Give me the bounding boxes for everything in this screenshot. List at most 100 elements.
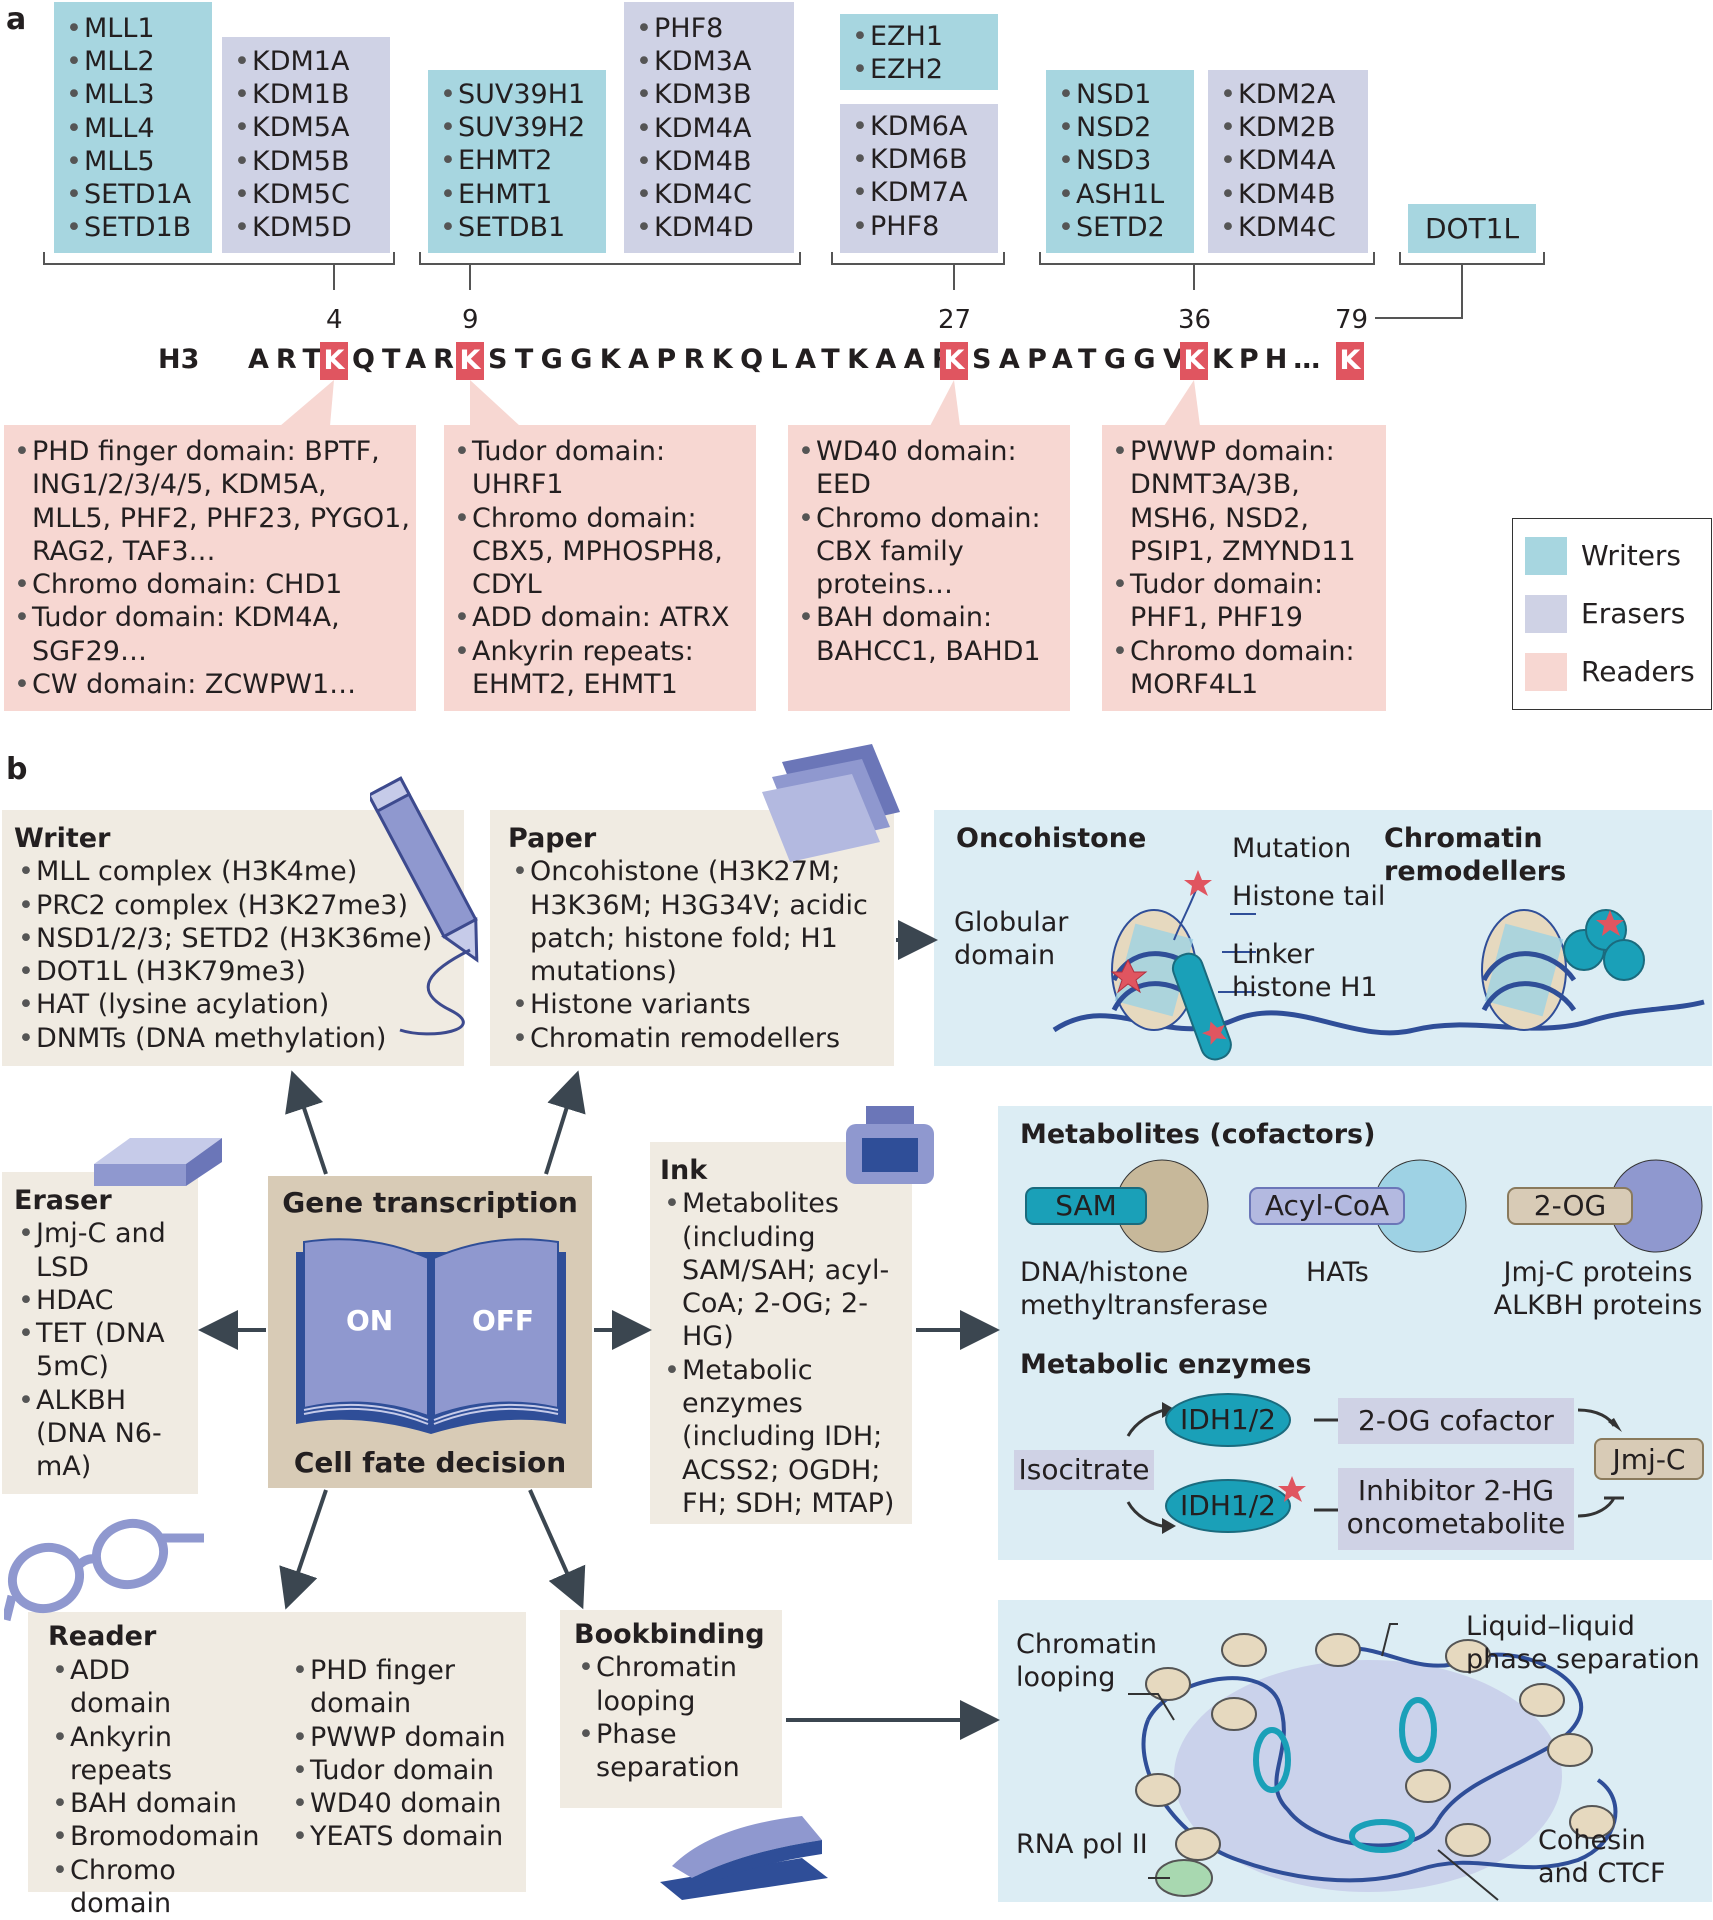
list-item: HDAC: [14, 1284, 194, 1318]
eraser-item: KDM4C: [1216, 211, 1368, 244]
reader-item: Tudor domain: UHRF1: [450, 435, 750, 502]
acylcoa-caption: HATs: [1306, 1257, 1369, 1288]
acylcoa-pill: Acyl-CoA: [1264, 1189, 1390, 1222]
k36-readers-list: PWWP domain: DNMT3A/3B, MSH6, NSD2, PSIP…: [1108, 435, 1380, 701]
reader-item: BAH domain: BAHCC1, BAHD1: [794, 601, 1064, 668]
reader-item: Chromo domain: CHD1: [10, 568, 410, 602]
paper-stack-icon: [762, 744, 900, 862]
chromatin-illustration: [1128, 1623, 1618, 1901]
list-item: YEATS domain: [288, 1820, 518, 1854]
legend-writers-label: Writers: [1581, 539, 1682, 572]
eraser-item: KDM4A: [632, 112, 794, 145]
list-item: Jmj-C and LSD: [14, 1217, 194, 1284]
isocitrate-box: Isocitrate: [1014, 1450, 1154, 1490]
globular-domain-label: Globular domain: [954, 907, 1069, 972]
k36-writers-list: NSD1NSD2NSD3ASH1LSETD2: [1054, 78, 1194, 244]
2og-pill: 2-OG: [1533, 1189, 1607, 1222]
reader-item: Chromo domain: MORF4L1: [1108, 635, 1380, 702]
legend-writers-swatch: [1525, 537, 1567, 575]
histone-tail-label: Histone tail: [1232, 881, 1386, 912]
acylcoa-cofactor-icon: [1249, 1159, 1467, 1253]
position-79: 79: [1335, 305, 1369, 335]
reader-item: Tudor domain: PHF1, PHF19: [1108, 568, 1380, 635]
position-27: 27: [938, 305, 972, 335]
bookbinding-list: Chromatin loopingPhase separation: [574, 1651, 774, 1784]
k36-residue: K: [1180, 342, 1208, 380]
writer-item: SETD1B: [62, 211, 212, 244]
eraser-item: KDM4C: [632, 178, 794, 211]
panel-a-brackets: [43, 252, 1545, 319]
mutation-label: Mutation: [1232, 833, 1352, 864]
list-item: BAH domain: [48, 1787, 238, 1821]
ink-bottle-icon: [846, 1106, 934, 1184]
oncohistone-panel: Oncohistone Chromatin remodellers Mutati…: [934, 810, 1712, 1066]
gene-transcription-title: Gene transcription: [282, 1186, 578, 1219]
reader-item: WD40 domain: EED: [794, 435, 1064, 502]
pencil-icon: [370, 776, 479, 1036]
reader-item: Chromo domain: CBX family proteins…: [794, 502, 1064, 602]
inhibitor-2hg-box: Inhibitor 2-HG oncometabolite: [1338, 1468, 1574, 1550]
writer-list: MLL complex (H3K4me)PRC2 complex (H3K27m…: [14, 855, 464, 1055]
list-item: PWWP domain: [288, 1721, 518, 1755]
legend-readers-swatch: [1525, 653, 1567, 691]
writer-item: EHMT2: [436, 144, 606, 177]
sequence-segment-2: QTAR: [352, 344, 461, 375]
sequence-segment-3: STGGKAPRKQLATKAAR: [488, 344, 961, 375]
k4-residue: K: [320, 342, 348, 380]
k79-residue: K: [1336, 342, 1364, 380]
reader-item: Tudor domain: KDM4A, SGF29…: [10, 601, 410, 668]
panel-b-label: b: [6, 752, 28, 787]
rnapol-label: RNA pol II: [1016, 1829, 1148, 1860]
chromatin-looping-label: Chromatin looping: [1016, 1629, 1158, 1694]
ink-list: Metabolites (including SAM/SAH; acyl-CoA…: [660, 1187, 904, 1520]
eraser-item: KDM3A: [632, 45, 794, 78]
writer-item: EZH1: [848, 20, 998, 53]
k4-writers-box: MLL1MLL2MLL3MLL4MLL5SETD1ASETD1B: [54, 2, 212, 253]
eraser-item: KDM5A: [230, 111, 390, 144]
writer-item: EZH2: [848, 53, 998, 86]
list-item: ALKBH (DNA N6-mA): [14, 1384, 194, 1484]
writer-item: MLL4: [62, 112, 212, 145]
eraser-item: KDM2B: [1216, 111, 1368, 144]
cohesin-label: Cohesin and CTCF: [1538, 1825, 1666, 1890]
list-item: WD40 domain: [288, 1787, 518, 1821]
reader-pointers: [280, 380, 1200, 426]
paper-title: Paper: [508, 823, 597, 854]
k9-writers-box: SUV39H1SUV39H2EHMT2EHMT1SETDB1: [428, 70, 606, 253]
eraser-item: KDM3B: [632, 78, 794, 111]
2og-cofactor-box: 2-OG cofactor: [1338, 1398, 1574, 1444]
list-item: Metabolic enzymes (including IDH; ACSS2;…: [660, 1354, 904, 1520]
list-item: Oncohistone (H3K27M; H3K36M; H3G34V; aci…: [508, 855, 888, 988]
legend-erasers-label: Erasers: [1581, 597, 1686, 630]
list-item: PHD finger domain: [288, 1654, 518, 1721]
paper-list: Oncohistone (H3K27M; H3K36M; H3G34V; aci…: [508, 855, 888, 1055]
list-item: DNMTs (DNA methylation): [14, 1022, 464, 1056]
k9-writers-list: SUV39H1SUV39H2EHMT2EHMT1SETDB1: [436, 78, 606, 244]
k9-residue: K: [456, 342, 484, 380]
sam-pill: SAM: [1055, 1189, 1117, 1222]
writer-item: SETD1A: [62, 178, 212, 211]
metabolic-enzymes-title: Metabolic enzymes: [1020, 1349, 1312, 1380]
eraser-item: KDM5C: [230, 178, 390, 211]
eraser-title: Eraser: [14, 1185, 112, 1216]
reader-list-col2: PHD finger domainPWWP domainTudor domain…: [288, 1654, 518, 1854]
list-item: Bromodomain: [48, 1820, 260, 1854]
k36-erasers-list: KDM2AKDM2BKDM4AKDM4BKDM4C: [1216, 78, 1368, 244]
list-item: Chromatin looping: [574, 1651, 774, 1718]
legend: Writers Erasers Readers: [1512, 518, 1712, 710]
list-item: Metabolites (including SAM/SAH; acyl-CoA…: [660, 1187, 904, 1353]
position-36: 36: [1178, 305, 1212, 335]
reader-item: PWWP domain: DNMT3A/3B, MSH6, NSD2, PSIP…: [1108, 435, 1380, 568]
k9-readers-list: Tudor domain: UHRF1Chromo domain: CBX5, …: [450, 435, 750, 701]
2og-caption: Jmj-C proteins ALKBH proteins: [1493, 1257, 1703, 1322]
metabolites-title: Metabolites (cofactors): [1020, 1119, 1376, 1150]
list-item: ADD domain: [48, 1654, 238, 1721]
k9-erasers-box: PHF8KDM3AKDM3BKDM4AKDM4BKDM4CKDM4D: [624, 2, 794, 253]
reader-item: Ankyrin repeats: EHMT2, EHMT1: [450, 635, 750, 702]
position-4: 4: [326, 305, 343, 335]
writer-item: MLL5: [62, 145, 212, 178]
k4-writers-list: MLL1MLL2MLL3MLL4MLL5SETD1ASETD1B: [62, 12, 212, 245]
linker-histone-label: Linker histone H1: [1232, 939, 1378, 1004]
eraser-box: Eraser Jmj-C and LSDHDACTET (DNA 5mC)ALK…: [2, 1172, 198, 1494]
